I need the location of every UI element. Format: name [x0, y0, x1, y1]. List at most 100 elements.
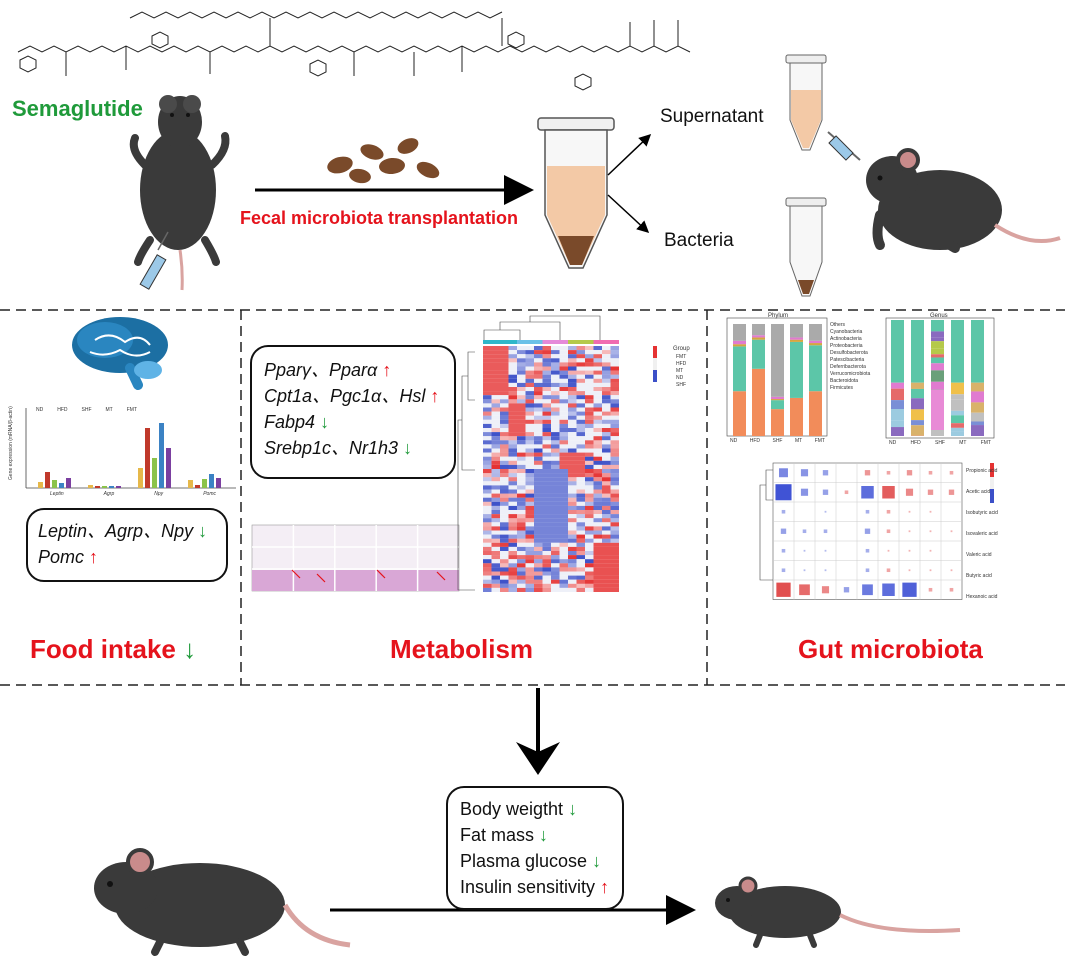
phylum-legend-item: Patescibacteria	[830, 357, 865, 363]
acid-label: Acetic acid	[966, 489, 991, 495]
phylum-legend-item: Others	[830, 322, 846, 328]
gene-bar	[116, 486, 121, 488]
supernatant-label: Supernatant	[660, 106, 764, 127]
phylum-legend-item: Bacteroidota	[830, 378, 859, 384]
heatmap-group: MT	[676, 368, 684, 374]
metabolism-line: Srebp1c、Nr1h3	[264, 438, 399, 458]
phylum-legend-item: Actinobacteria	[830, 336, 862, 342]
gene-bar	[59, 483, 64, 488]
mouse-sitting-icon	[866, 148, 1061, 253]
legend-item: HFD	[57, 407, 68, 413]
bar-category: HFD	[749, 438, 760, 444]
acid-label: Propionic acid	[966, 468, 998, 474]
phylum-legend: Others Cyanobacteria Actinobacteria Prot…	[830, 322, 870, 391]
brain-icon	[72, 317, 168, 390]
up-arrow-icon: ↑	[89, 547, 99, 567]
gene-chart-categories: Leptin Agrp Npy Pomc	[30, 491, 236, 497]
semaglutide-label: Semaglutide	[12, 96, 143, 121]
gene-expression-chart	[25, 408, 236, 489]
histology-arrow-icon	[316, 573, 326, 583]
bar-category: MT	[959, 440, 967, 446]
outcome-line: Plasma glucose	[460, 851, 588, 871]
up-arrow-icon: ↑	[382, 360, 392, 380]
up-arrow-icon: ↑	[430, 386, 440, 406]
legend-item: SHF	[81, 407, 92, 413]
genus-title: Genus	[930, 313, 948, 319]
centrifuge-tube-icon	[537, 117, 615, 269]
fmt-label: Fecal microbiota transplantation	[240, 208, 519, 228]
histology-arrow-icon	[291, 569, 301, 579]
food-gene-line2: Pomc	[38, 547, 85, 567]
semaglutide-structure	[17, 11, 691, 91]
bacteria-arrow	[607, 194, 650, 234]
phylum-legend-item: Cyanobacteria	[830, 329, 863, 335]
phylum-legend-item: Verrucomicrobiota	[830, 371, 871, 377]
gene-bar	[152, 458, 157, 488]
category-label: Pomc	[203, 491, 216, 497]
gene-bar	[216, 478, 221, 488]
gene-bar	[66, 478, 71, 488]
heatmap-group-legend: FMT HFD MT ND SHF	[676, 354, 686, 388]
heatmap-group: FMT	[676, 354, 687, 360]
metabolism-line: Pparγ、Pparα	[264, 360, 378, 380]
gene-bar	[52, 480, 57, 488]
gut-microbiota-title: Gut microbiota	[798, 634, 983, 664]
obese-mouse-icon	[94, 848, 351, 956]
food-intake-title: Food intake ↓	[30, 634, 196, 665]
gene-bar	[202, 479, 207, 488]
gene-bar	[209, 474, 214, 488]
bar-category: ND	[889, 440, 897, 446]
down-arrow-icon: ↓	[403, 438, 413, 458]
heatmap-dendrogram	[457, 315, 601, 591]
heatmap-group: ND	[676, 375, 684, 381]
gene-bar	[102, 486, 107, 488]
heatmap-group: HFD	[676, 361, 687, 367]
bar-category: ND	[730, 438, 738, 444]
gene-chart-legend: ND HFD SHF MT FMT	[36, 407, 226, 413]
category-label: Agrp	[103, 491, 115, 497]
phylum-title: Phylum	[768, 313, 789, 319]
mouse-top-view-icon	[129, 95, 230, 291]
bacteria-label: Bacteria	[664, 230, 734, 251]
down-arrow-icon: ↓	[320, 412, 330, 432]
acid-label: Butyric acid	[966, 573, 992, 579]
phylum-legend-item: Proteobacteria	[830, 343, 863, 349]
metabolism-line: Cpt1a、Pgc1α、Hsl	[264, 386, 426, 406]
bar-category: FMT	[980, 440, 991, 446]
gene-bar	[145, 428, 150, 488]
down-arrow-icon: ↓	[568, 799, 578, 819]
phylum-stacked-bar-chart	[726, 317, 828, 437]
down-arrow-icon: ↓	[198, 521, 208, 541]
bar-category: SHF	[772, 438, 783, 444]
category-label: Npy	[154, 491, 164, 497]
down-arrow-head	[516, 742, 560, 775]
outcome-line: Fat mass	[460, 825, 535, 845]
phylum-categories: ND HFD SHF MT FMT	[730, 438, 825, 444]
gene-bar	[95, 486, 100, 488]
gene-bar	[195, 485, 200, 488]
bar-category: MT	[794, 438, 803, 444]
gene-bar	[166, 448, 171, 488]
food-gene-line1: Leptin、Agrp、Npy	[38, 521, 194, 541]
acid-labels: Propionic acid Acetic acid Isobutyric ac…	[966, 468, 998, 600]
gene-bar	[188, 480, 193, 488]
acid-label: Isovaleric acid	[966, 531, 998, 537]
heatmap-legend-title: Group	[673, 346, 690, 352]
legend-item: ND	[36, 407, 44, 413]
histology-arrow-icon	[376, 569, 386, 579]
phylum-legend-item: Deferribacterota	[830, 364, 866, 370]
phylum-legend-item: Desulfobacterota	[830, 350, 868, 356]
acid-label: Valeric acid	[966, 552, 992, 558]
category-label: Leptin	[50, 491, 64, 497]
bacteria-tube-icon	[785, 197, 827, 297]
food-intake-title-text: Food intake	[30, 634, 176, 664]
gene-bar	[109, 486, 114, 488]
down-arrow-icon: ↓	[592, 851, 602, 871]
histology-images	[251, 524, 460, 592]
outcome-line: Insulin sensitivity	[460, 877, 596, 897]
supernatant-arrow	[607, 133, 652, 176]
legend-item: FMT	[126, 407, 138, 413]
down-arrow-icon: ↓	[183, 634, 197, 664]
metabolite-heatmap	[457, 315, 657, 592]
